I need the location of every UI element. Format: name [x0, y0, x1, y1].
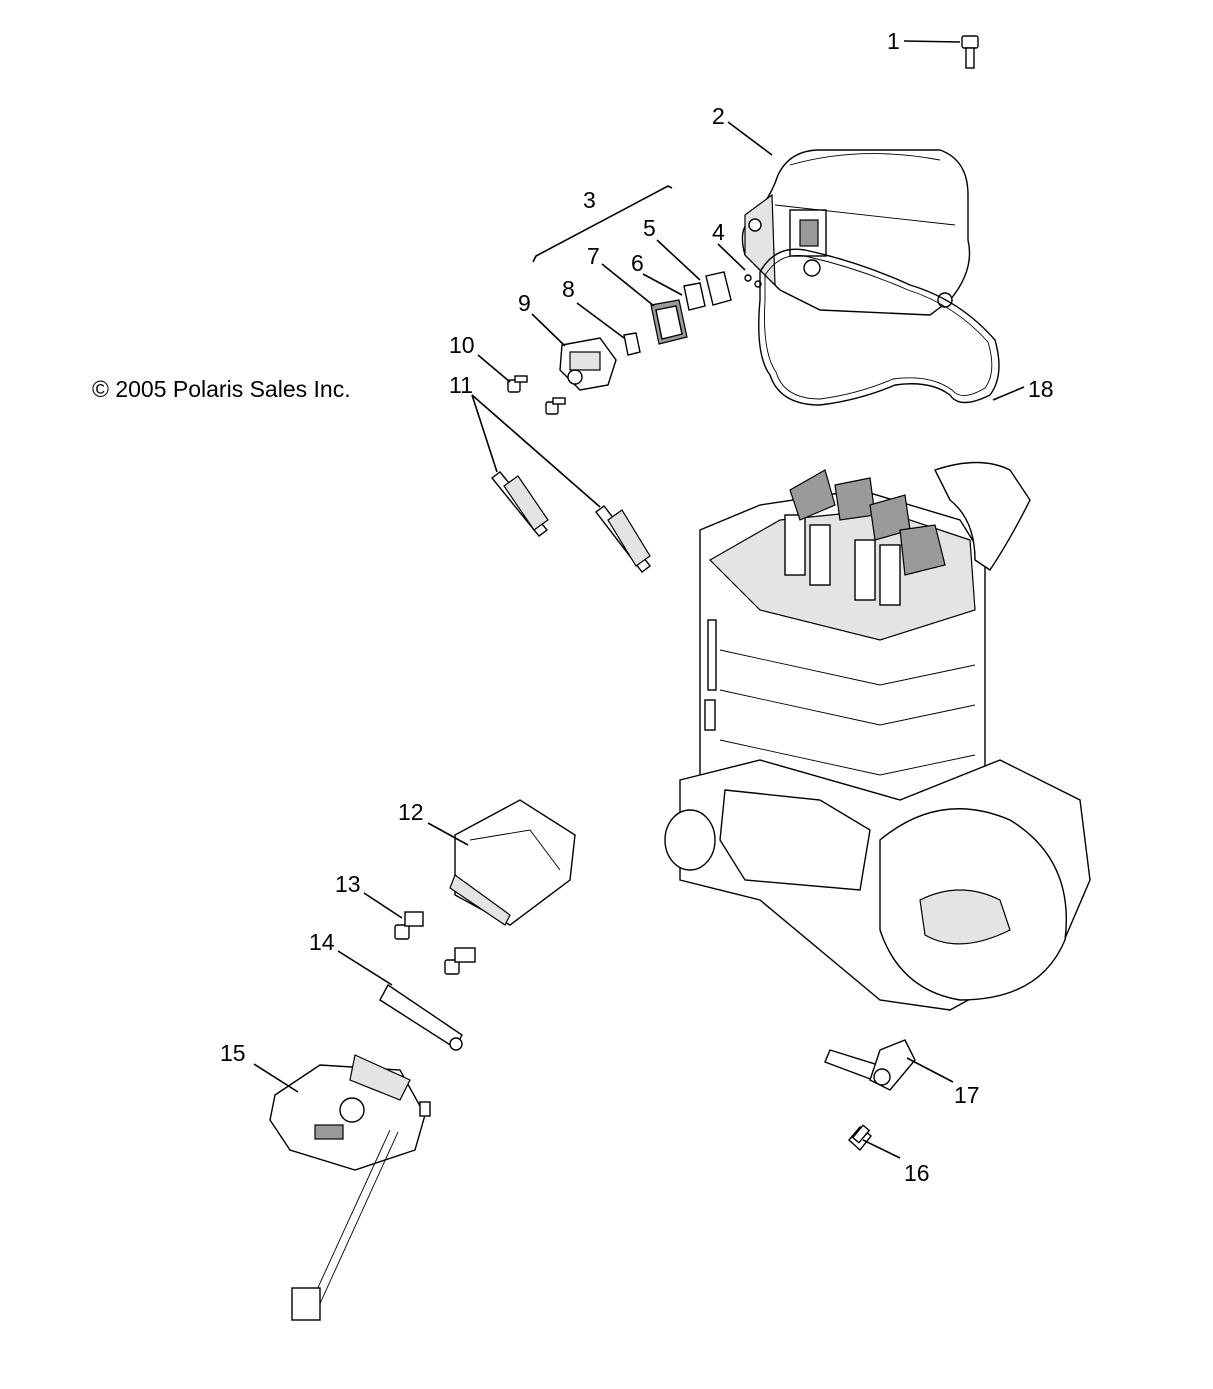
part-1-bolt [961, 35, 979, 69]
part-4-screws [744, 274, 762, 288]
part-9-sensor [559, 337, 617, 391]
callout-6: 6 [631, 250, 644, 276]
callout-15: 15 [220, 1040, 246, 1066]
callout-13: 13 [335, 871, 361, 897]
part-16-bolt [848, 1124, 872, 1152]
callout-5: 5 [643, 215, 656, 241]
callout-3: 3 [583, 187, 596, 213]
callout-14: 14 [309, 929, 335, 955]
engine-assembly [664, 461, 1091, 1011]
part-2-valve-cover [741, 149, 971, 316]
part-18-gasket [758, 248, 1000, 406]
part-7-seal [650, 299, 688, 345]
callout-7: 7 [587, 243, 600, 269]
callout-2: 2 [712, 103, 725, 129]
callout-labels: 1 2 3 4 5 6 7 8 9 10 11 12 13 14 15 16 1… [220, 28, 1054, 1186]
leader-lines [253, 40, 1025, 1159]
part-17-sensor [824, 1039, 916, 1091]
callout-18: 18 [1028, 376, 1054, 402]
callout-4: 4 [712, 219, 725, 245]
callout-8: 8 [562, 276, 575, 302]
part-12-intake-boot [449, 799, 576, 926]
part-11-spark-plugs [490, 471, 651, 573]
part-14-tube [379, 983, 463, 1051]
callout-12: 12 [398, 799, 424, 825]
callout-16: 16 [904, 1160, 930, 1186]
part-6-gasket [683, 282, 706, 311]
part-5-plate [705, 271, 732, 306]
part-10-bolts [507, 375, 566, 415]
callout-9: 9 [518, 290, 531, 316]
copyright-notice: © 2005 Polaris Sales Inc. [92, 376, 351, 402]
part-8-bracket [623, 332, 641, 356]
callout-17: 17 [954, 1082, 980, 1108]
part-3-bracket [532, 185, 673, 263]
callout-10: 10 [449, 332, 475, 358]
part-13-bolts [394, 911, 476, 975]
callout-1: 1 [887, 28, 900, 54]
callout-11: 11 [449, 372, 473, 398]
part-15-throttle-body [269, 1054, 431, 1321]
